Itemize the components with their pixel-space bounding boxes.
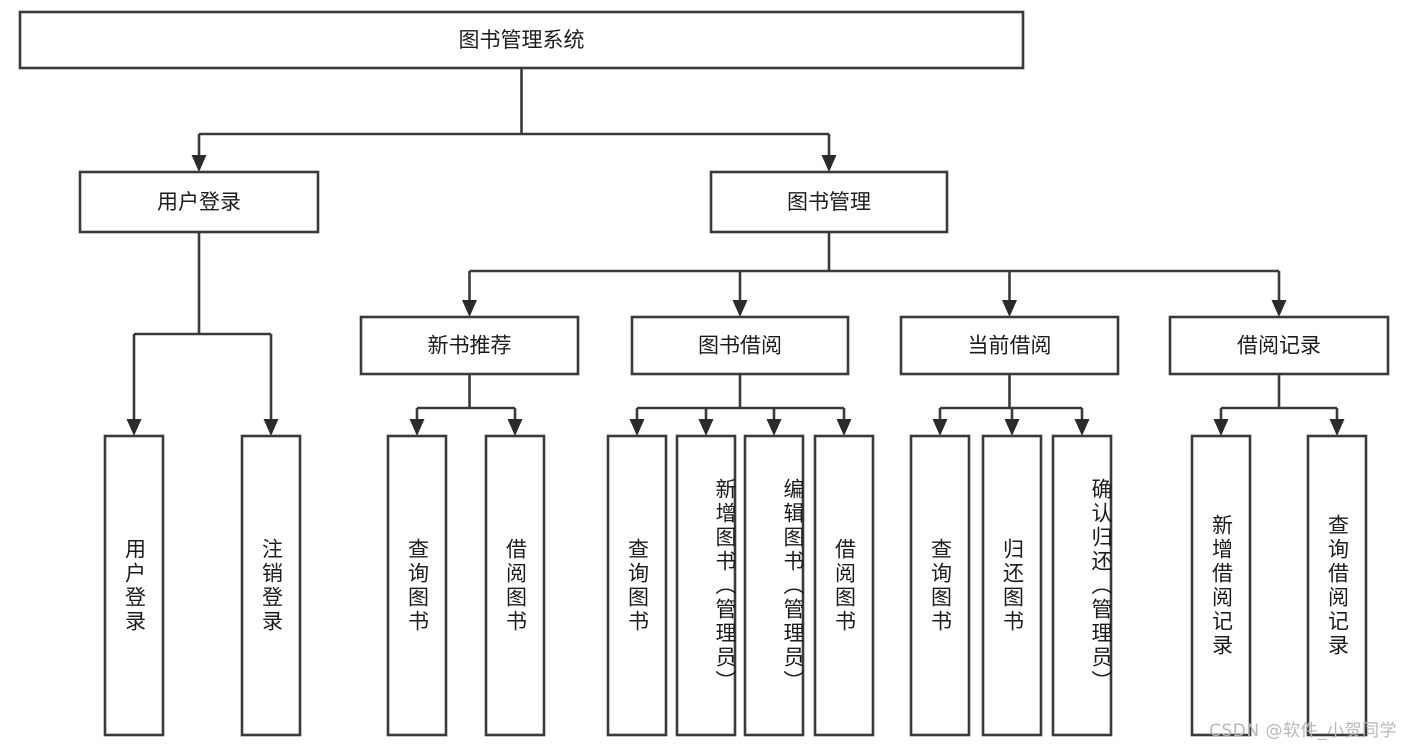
arrow-down-icon-leaf-return-book xyxy=(1004,419,1020,436)
node-label-user-login: 用户登录 xyxy=(157,190,241,214)
arrow-down-icon-leaf-borrow-book xyxy=(836,419,852,436)
connector-layer xyxy=(126,68,1345,436)
node-label-root: 图书管理系统 xyxy=(459,28,585,52)
node-box-leaf-user-login[interactable] xyxy=(103,434,165,737)
arrow-down-icon-leaf-edit-book-admin xyxy=(766,419,782,436)
arrow-down-icon-leaf-user-login xyxy=(126,419,142,436)
node-box-leaf-borrow-book[interactable] xyxy=(813,434,875,737)
box-layer xyxy=(18,10,1390,737)
node-label-new-book-recommend: 新书推荐 xyxy=(428,334,512,358)
node-box-leaf-query-book-rec[interactable] xyxy=(386,434,448,737)
arrow-down-icon-user-login xyxy=(191,155,207,172)
node-box-user-login[interactable] xyxy=(78,170,320,234)
node-box-leaf-user-logout[interactable] xyxy=(240,434,302,737)
arrow-down-icon-current-borrow xyxy=(1002,300,1017,317)
arrow-down-icon-leaf-add-borrow-record xyxy=(1213,419,1229,436)
node-box-leaf-return-book[interactable] xyxy=(981,434,1043,737)
arrow-down-icon-leaf-confirm-return-admin xyxy=(1074,419,1090,436)
node-box-borrow-record[interactable] xyxy=(1168,315,1390,376)
node-label-book-management: 图书管理 xyxy=(787,190,871,214)
arrow-down-icon-leaf-user-logout xyxy=(263,419,279,436)
arrow-down-icon-borrow-record xyxy=(1271,300,1287,317)
node-label-current-borrow: 当前借阅 xyxy=(968,334,1052,358)
arrow-down-icon-leaf-query-borrow-record xyxy=(1329,419,1345,436)
node-box-leaf-add-borrow-record[interactable] xyxy=(1190,434,1252,737)
arrow-down-icon-leaf-borrow-book-rec xyxy=(507,419,523,436)
node-box-leaf-query-borrow-record[interactable] xyxy=(1306,434,1368,737)
node-box-leaf-confirm-return-admin[interactable] xyxy=(1051,434,1113,737)
arrow-down-icon-book-borrow xyxy=(732,300,748,317)
node-label-borrow-record: 借阅记录 xyxy=(1237,334,1321,358)
node-box-book-management[interactable] xyxy=(709,170,949,234)
node-box-leaf-query-book-current[interactable] xyxy=(909,434,971,737)
arrow-down-icon-book-management xyxy=(821,155,837,172)
node-box-new-book-recommend[interactable] xyxy=(359,315,580,376)
arrow-down-icon-leaf-add-book-admin xyxy=(698,419,714,436)
csdn-watermark: CSDN @软件_小贺同学 xyxy=(1209,721,1397,741)
node-box-current-borrow[interactable] xyxy=(899,315,1120,376)
node-box-leaf-borrow-book-rec[interactable] xyxy=(484,434,546,737)
arrow-down-icon-new-book-recommend xyxy=(462,300,477,317)
node-box-book-borrow[interactable] xyxy=(630,315,850,376)
node-label-book-borrow: 图书借阅 xyxy=(698,334,782,358)
arrow-down-icon-leaf-query-book-borrow xyxy=(629,419,645,436)
node-box-leaf-edit-book-admin[interactable] xyxy=(743,434,805,737)
node-box-leaf-add-book-admin[interactable] xyxy=(675,434,737,737)
arrow-down-icon-leaf-query-book-current xyxy=(932,419,948,436)
node-box-leaf-query-book-borrow[interactable] xyxy=(606,434,668,737)
node-box-root[interactable] xyxy=(18,10,1025,70)
arrow-down-icon-leaf-query-book-rec xyxy=(409,419,425,436)
